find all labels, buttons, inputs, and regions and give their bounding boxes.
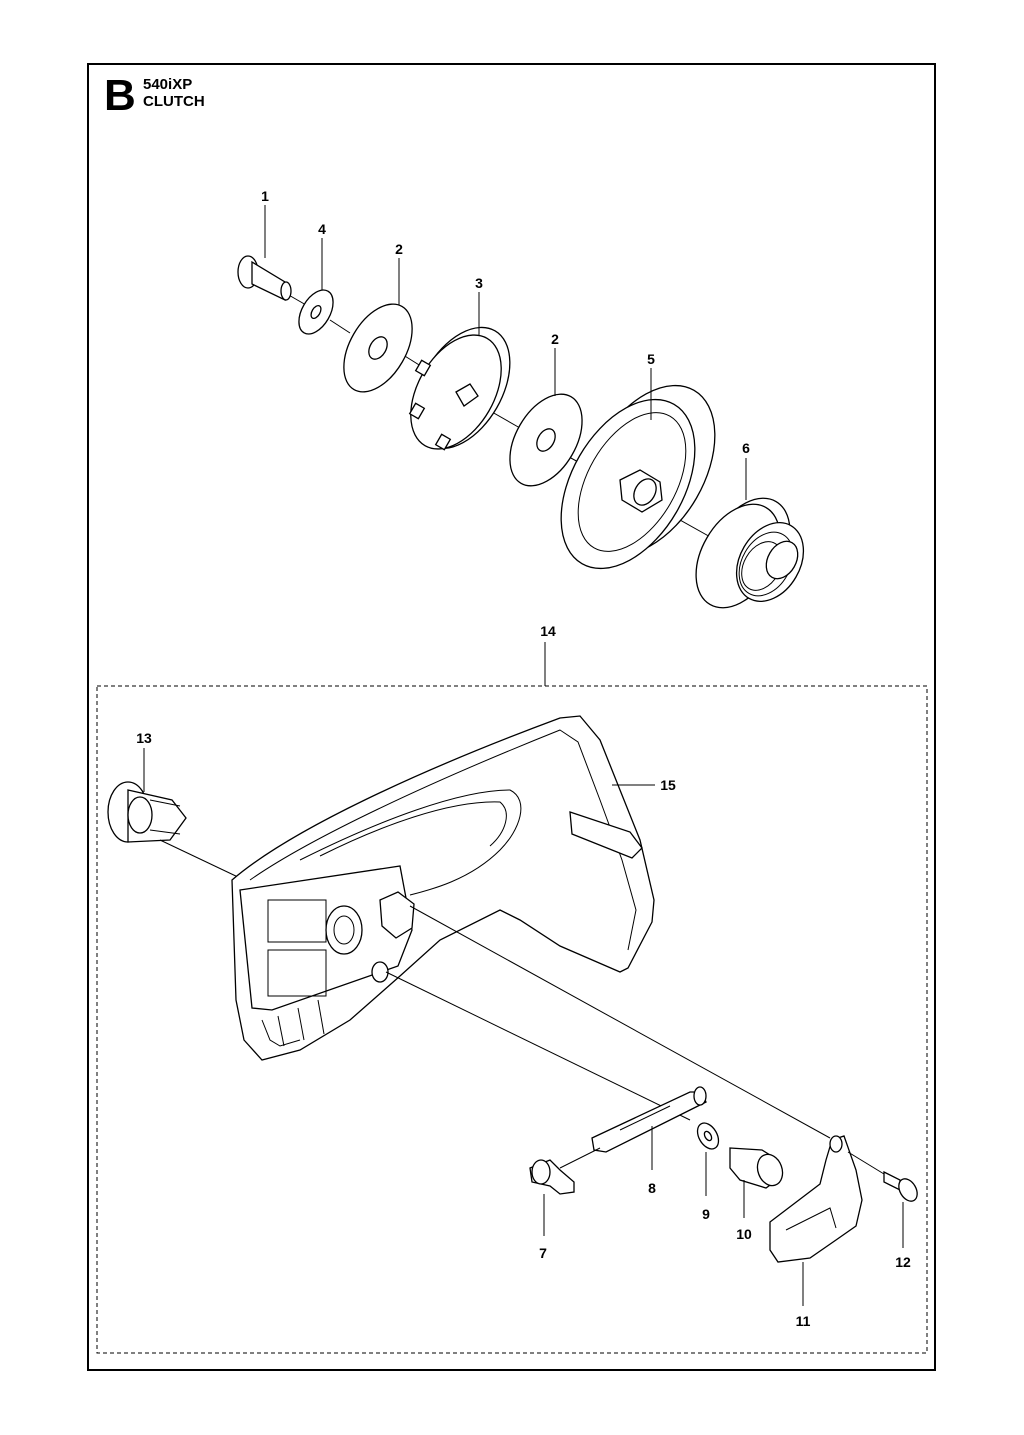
part-8-pivot-pin	[591, 1086, 707, 1170]
callout-5: 5	[647, 351, 655, 367]
callout-labels: 1 4 2 3 2 5 6 14 13 15 8 9 10 7 12 11	[136, 188, 911, 1329]
callout-3: 3	[475, 275, 483, 291]
model-name: 540iXP	[143, 76, 193, 93]
callout-14: 14	[540, 623, 556, 639]
part-1-bearing-pin	[237, 205, 292, 302]
kit-14-boundary	[96, 685, 928, 1354]
part-6-clutch	[695, 458, 805, 609]
callout-2-lower: 2	[551, 331, 559, 347]
part-4-washer	[298, 238, 334, 335]
part-13-bar-nut-holder	[107, 748, 241, 879]
part-2-washer-lower	[509, 348, 583, 487]
callout-12: 12	[895, 1254, 911, 1270]
callout-2-upper: 2	[395, 241, 403, 257]
part-11-brake-handle	[769, 1135, 863, 1306]
callout-1: 1	[261, 188, 269, 204]
callout-9: 9	[702, 1206, 710, 1222]
callout-13: 13	[136, 730, 152, 746]
part-10-spacer	[729, 1147, 784, 1218]
part-12-screw	[847, 1151, 918, 1248]
brake-axis-lower	[385, 971, 691, 1121]
callout-10: 10	[736, 1226, 752, 1242]
part-9-washer	[696, 1122, 720, 1196]
callout-11: 11	[796, 1313, 811, 1329]
callout-6: 6	[742, 440, 750, 456]
part-5-clutch-drum	[560, 368, 716, 570]
diagram-title: CLUTCH	[143, 93, 205, 110]
part-15-clutch-cover	[231, 715, 655, 1061]
page-frame	[87, 63, 936, 1371]
callout-4: 4	[318, 221, 326, 237]
part-2-washer-upper	[343, 258, 413, 393]
callout-7: 7	[539, 1245, 547, 1261]
callout-8: 8	[648, 1180, 656, 1196]
callout-15: 15	[660, 777, 676, 793]
brake-axis-upper	[409, 905, 831, 1139]
part-7-sleeve	[529, 1147, 601, 1236]
part-3-sprocket	[408, 292, 511, 451]
section-letter: B	[104, 71, 136, 120]
